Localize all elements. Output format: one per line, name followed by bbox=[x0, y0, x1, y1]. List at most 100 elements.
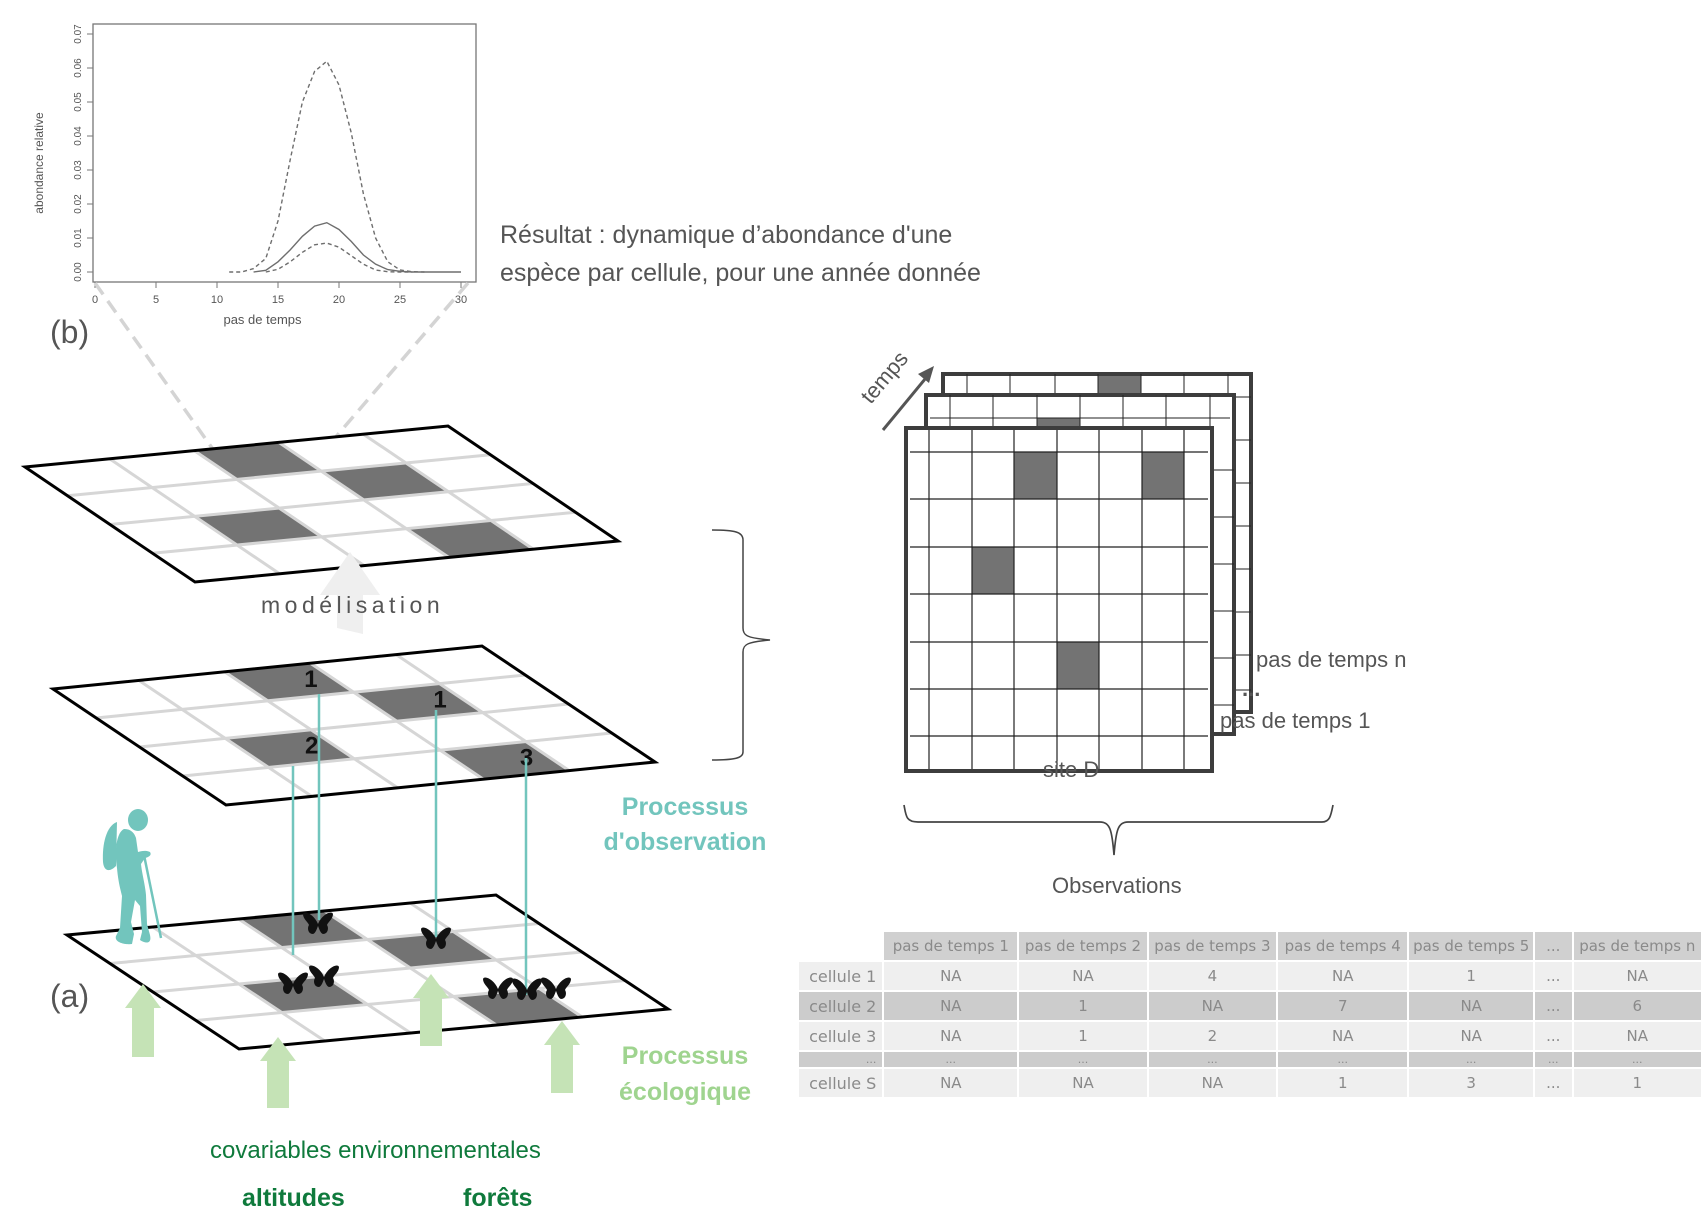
observed-count-label: 1 bbox=[433, 687, 446, 714]
observation-lines bbox=[291, 694, 528, 995]
table-column-header: pas de temps n bbox=[1573, 932, 1701, 960]
y-tick-label: 0.06 bbox=[73, 58, 84, 78]
observed-grid-shaded-cell bbox=[353, 683, 483, 722]
table-column-header: pas de temps 5 bbox=[1409, 932, 1534, 960]
table-cell: 1 bbox=[1278, 1069, 1408, 1097]
table-column-header: pas de temps 4 bbox=[1278, 932, 1408, 960]
site-label: site D bbox=[1043, 757, 1100, 782]
butterfly-wings bbox=[303, 912, 333, 934]
ecological-arrows bbox=[125, 974, 580, 1108]
table-cell: ... bbox=[1573, 1052, 1701, 1067]
butterfly-icon bbox=[421, 927, 451, 949]
ecological-process-line2: écologique bbox=[619, 1078, 751, 1106]
ground-grid-gridline bbox=[109, 922, 540, 965]
result-grid-gridline bbox=[152, 510, 576, 555]
table-cell: 7 bbox=[1278, 992, 1408, 1020]
table-cell: NA bbox=[1278, 962, 1408, 990]
stack-front-shaded-cell bbox=[1142, 452, 1184, 499]
ecological-arrow bbox=[413, 974, 449, 1046]
observed-count-label: 1 bbox=[304, 666, 317, 693]
ground-grid-gridline bbox=[152, 950, 583, 994]
butterfly-wings bbox=[278, 972, 308, 994]
table-cell: ... bbox=[1535, 1022, 1572, 1050]
ground-grid-border bbox=[62, 893, 673, 1051]
butterfly-icon bbox=[541, 977, 571, 999]
table-cell: ... bbox=[1409, 1052, 1534, 1067]
modelling-label: modélisation bbox=[261, 592, 445, 618]
table-cell: ... bbox=[1019, 1052, 1147, 1067]
result-caption-line2: espèce par cellule, pour une année donné… bbox=[500, 259, 981, 287]
ecological-arrow bbox=[544, 1021, 580, 1093]
table-row-label: ... bbox=[799, 1052, 883, 1067]
ground-grid-shaded-cell bbox=[238, 911, 368, 948]
butterfly-wings bbox=[421, 927, 451, 949]
ecological-arrow bbox=[125, 984, 161, 1057]
vertical-brace bbox=[711, 529, 771, 761]
result-grid-gridline bbox=[109, 482, 534, 526]
result-grid bbox=[20, 424, 623, 584]
x-tick-label: 20 bbox=[333, 294, 345, 306]
zoom-line-left bbox=[93, 281, 224, 464]
ground-grid-shaded-cell bbox=[367, 931, 497, 968]
y-tick-label: 0.03 bbox=[73, 160, 84, 180]
table-column-header: pas de temps 1 bbox=[884, 932, 1018, 960]
table-cell: ... bbox=[1148, 1052, 1277, 1067]
observation-process-label: Processus d'observation bbox=[590, 790, 780, 860]
result-grid-shaded-cell bbox=[321, 462, 449, 500]
observed-grid-shaded-cell bbox=[440, 741, 570, 780]
observed-grid-gridline bbox=[182, 731, 612, 778]
stack-middle-shaded-cell bbox=[1037, 418, 1080, 428]
covariates-title: covariables environnementales bbox=[210, 1137, 541, 1164]
table-column-header: pas de temps 2 bbox=[1019, 932, 1147, 960]
chart-frame bbox=[92, 23, 477, 283]
table-column-header: ... bbox=[1535, 932, 1572, 960]
table-row-label: cellule 2 bbox=[799, 992, 883, 1020]
stack-front-shaded-cell bbox=[972, 547, 1014, 594]
table-corner bbox=[799, 932, 883, 960]
stack-front-border bbox=[904, 426, 1214, 773]
y-tick-label: 0.05 bbox=[73, 92, 84, 112]
covariate-altitudes: altitudes bbox=[242, 1184, 345, 1212]
butterfly-wings bbox=[483, 977, 513, 999]
observed-grid-gridline bbox=[96, 673, 526, 720]
table-cell: 6 bbox=[1573, 992, 1701, 1020]
butterfly-wings bbox=[541, 977, 571, 999]
result-grid-border bbox=[20, 424, 623, 584]
table-cell: 2 bbox=[1148, 1022, 1277, 1050]
table-cell: 1 bbox=[1019, 992, 1147, 1020]
series-line-upper-bound bbox=[229, 60, 425, 273]
ecological-process-label: Processus écologique bbox=[590, 1038, 780, 1110]
table-column-header: pas de temps 3 bbox=[1148, 932, 1277, 960]
stack-front-shaded-cell bbox=[1014, 452, 1057, 499]
butterfly-icon bbox=[309, 965, 339, 987]
butterfly-icon bbox=[278, 972, 308, 994]
result-caption: Résultat : dynamique d’abondance d'une e… bbox=[500, 216, 981, 292]
table-row: ........................ bbox=[799, 1052, 1701, 1067]
horizontal-brace bbox=[903, 804, 1334, 856]
table-cell: NA bbox=[884, 1069, 1018, 1097]
table-row-label: cellule 3 bbox=[799, 1022, 883, 1050]
x-axis-label: pas de temps bbox=[223, 312, 302, 327]
modelling-arrow bbox=[320, 552, 380, 634]
y-tick-label: 0.04 bbox=[73, 126, 84, 146]
time-stack-grids: temps bbox=[855, 346, 1253, 773]
observation-process-line2: d'observation bbox=[603, 828, 767, 856]
modelling-arrow-shape bbox=[320, 552, 380, 634]
table-cell: NA bbox=[1019, 962, 1147, 990]
table-cell: ... bbox=[884, 1052, 1018, 1067]
observed-grid-shaded-cell bbox=[224, 663, 354, 701]
stack-back-label: pas de temps n bbox=[1256, 647, 1407, 672]
y-tick-label: 0.02 bbox=[73, 194, 84, 214]
ecological-process-line1: Processus bbox=[621, 1042, 749, 1070]
table-cell: ... bbox=[1535, 992, 1572, 1020]
result-grid-shaded-cell bbox=[194, 442, 322, 480]
butterfly-icon bbox=[512, 978, 542, 1000]
observed-grid-border bbox=[48, 644, 660, 807]
table-cell: NA bbox=[884, 1022, 1018, 1050]
